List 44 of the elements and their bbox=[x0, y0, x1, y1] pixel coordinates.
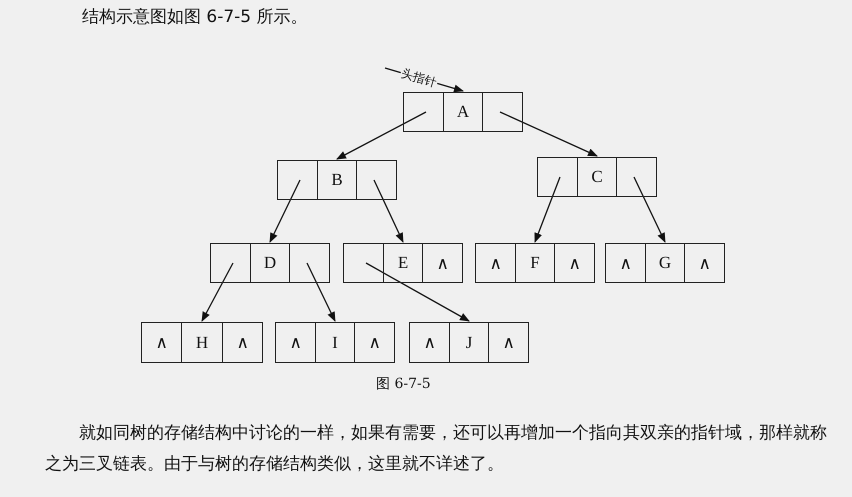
record-box bbox=[475, 243, 595, 283]
record-box bbox=[605, 243, 725, 283]
node-letter: J bbox=[466, 332, 472, 352]
node-letter: D bbox=[264, 253, 276, 273]
arrow bbox=[336, 111, 426, 160]
null-pointer-symbol: ∧ bbox=[289, 332, 302, 353]
record-box bbox=[409, 322, 529, 363]
node-letter: G bbox=[658, 253, 672, 273]
null-pointer-symbol: ∧ bbox=[156, 332, 168, 353]
arrow bbox=[201, 262, 234, 322]
arrow bbox=[373, 180, 404, 243]
null-pointer-symbol: ∧ bbox=[568, 252, 581, 274]
arrow bbox=[269, 180, 301, 243]
record-box bbox=[210, 243, 330, 283]
edge-label: 头指针 bbox=[398, 65, 440, 90]
null-pointer-symbol: ∧ bbox=[619, 252, 632, 274]
paragraph: 就如同树的存储结构中讨论的一样，如果有需要，还可以再增加一个指向其双亲的指针域，那样就称之为三叉链表。由于与树的存储结构类似，这里就不详述了。 bbox=[45, 422, 828, 476]
paragraph: 结构示意图如图 6-7-5 所示。 bbox=[82, 6, 309, 29]
node-letter: H bbox=[196, 332, 208, 352]
figure-caption: 图 6-7-5 bbox=[376, 375, 431, 393]
node-letter: I bbox=[332, 332, 338, 352]
node-letter: B bbox=[331, 170, 343, 190]
null-pointer-symbol: ∧ bbox=[368, 332, 381, 353]
node-letter: E bbox=[398, 253, 408, 273]
null-pointer-symbol: ∧ bbox=[423, 332, 436, 353]
node-letter: A bbox=[456, 102, 470, 122]
record-box bbox=[275, 322, 395, 363]
node-letter: F bbox=[530, 253, 540, 273]
record-box bbox=[141, 322, 263, 363]
arrow bbox=[633, 176, 666, 243]
null-pointer-symbol: ∧ bbox=[436, 252, 449, 274]
arrow bbox=[534, 176, 561, 243]
record-box bbox=[343, 243, 463, 283]
node-letter: C bbox=[591, 167, 603, 187]
null-pointer-symbol: ∧ bbox=[489, 252, 502, 274]
arrow bbox=[500, 111, 598, 157]
record-box bbox=[537, 157, 657, 197]
arrow bbox=[366, 262, 470, 322]
record-box bbox=[403, 92, 523, 132]
null-pointer-symbol: ∧ bbox=[236, 332, 248, 353]
null-pointer-symbol: ∧ bbox=[502, 332, 515, 353]
null-pointer-symbol: ∧ bbox=[698, 252, 711, 274]
arrow bbox=[306, 262, 336, 322]
record-box bbox=[277, 160, 397, 200]
